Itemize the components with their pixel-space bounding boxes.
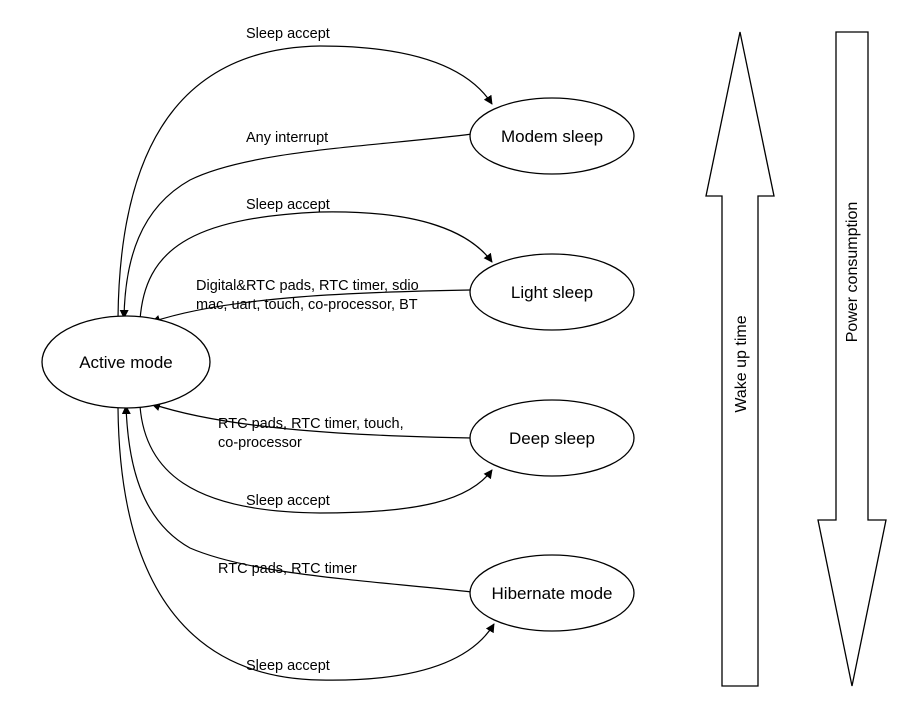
label-deep-wake-line1: RTC pads, RTC timer, touch, <box>218 416 404 432</box>
node-hibernate-mode: Hibernate mode <box>469 554 635 632</box>
node-label: Modem sleep <box>501 127 603 146</box>
edge-hibernate-to-active <box>121 405 473 593</box>
label-hibernate-wake: RTC pads, RTC timer <box>218 561 357 577</box>
label-modem-any-interrupt: Any interrupt <box>246 130 328 146</box>
label-modem-sleep-accept: Sleep accept <box>246 26 330 42</box>
label-light-wake-line1: Digital&RTC pads, RTC timer, sdio <box>196 278 419 294</box>
label-deep-sleep-accept: Sleep accept <box>246 493 330 509</box>
node-label: Deep sleep <box>509 429 595 448</box>
node-light-sleep: Light sleep <box>469 253 635 331</box>
node-modem-sleep: Modem sleep <box>469 97 635 175</box>
node-active-mode: Active mode <box>41 315 211 409</box>
node-label: Active mode <box>79 353 173 372</box>
edge-light-to-active <box>151 289 471 324</box>
edge-active-to-light <box>139 211 493 321</box>
edge-deep-to-active <box>151 402 473 439</box>
edge-active-to-hibernate <box>117 407 495 681</box>
node-label: Light sleep <box>511 283 593 302</box>
edge-modem-to-active <box>119 133 473 319</box>
power-consumption-label: Power consumption <box>844 202 861 343</box>
label-light-sleep-accept: Sleep accept <box>246 197 330 213</box>
power-consumption-arrow: Power consumption <box>817 31 887 687</box>
edge-active-to-modem <box>117 45 493 319</box>
node-deep-sleep: Deep sleep <box>469 399 635 477</box>
label-deep-wake-line2: co-processor <box>218 435 302 451</box>
label-hibernate-sleep-accept: Sleep accept <box>246 658 330 674</box>
wake-up-time-arrow: Wake up time <box>705 31 775 687</box>
wake-up-time-label: Wake up time <box>733 315 750 412</box>
edge-active-to-deep <box>139 405 493 514</box>
label-light-wake-line2: mac, uart, touch, co-processor, BT <box>196 297 418 313</box>
node-label: Hibernate mode <box>492 584 613 603</box>
